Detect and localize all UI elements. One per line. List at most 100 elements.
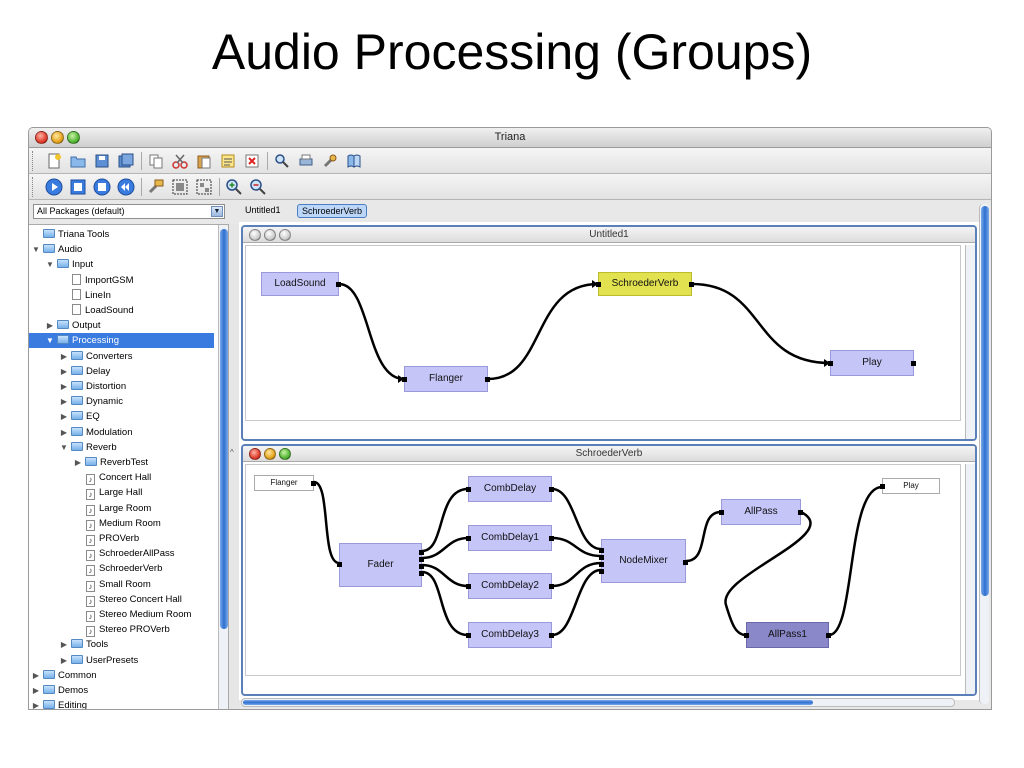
node-fader[interactable]: Fader xyxy=(337,543,424,587)
node-allpass1[interactable]: AllPass1 xyxy=(744,622,831,648)
tree-item-loadsound[interactable]: LoadSound xyxy=(29,303,134,318)
properties-icon[interactable] xyxy=(219,152,237,170)
output-port[interactable] xyxy=(311,481,316,486)
collapsed-arrow-icon[interactable]: ▶ xyxy=(60,351,68,361)
tree-item-stereo-concert-hall[interactable]: ♪Stereo Concert Hall xyxy=(29,592,182,607)
close-frame-button[interactable] xyxy=(249,229,261,241)
tree-item-triana-tools[interactable]: Triana Tools xyxy=(29,227,109,242)
output-port[interactable] xyxy=(549,584,554,589)
collapsed-arrow-icon[interactable]: ▶ xyxy=(60,412,68,422)
input-port[interactable] xyxy=(880,484,885,489)
pause-icon[interactable] xyxy=(93,178,111,196)
node-flanger-input[interactable]: Flanger xyxy=(254,475,316,491)
zoom-out-icon[interactable] xyxy=(249,178,267,196)
tree-item-dynamic[interactable]: ▶Dynamic xyxy=(29,394,123,409)
copy-icon[interactable] xyxy=(147,152,165,170)
tree-item-processing[interactable]: ▼Processing xyxy=(29,333,214,349)
input-port[interactable] xyxy=(599,555,604,560)
node-play-output[interactable]: Play xyxy=(880,478,940,494)
node-combdelay3[interactable]: CombDelay3 xyxy=(466,622,554,648)
print-icon[interactable] xyxy=(297,152,315,170)
tree-item-tools[interactable]: ▶Tools xyxy=(29,637,108,652)
expanded-arrow-icon[interactable]: ▼ xyxy=(46,260,54,270)
output-port[interactable] xyxy=(689,282,694,287)
input-port[interactable] xyxy=(599,562,604,567)
delete-icon[interactable] xyxy=(243,152,261,170)
tree-item-eq[interactable]: ▶EQ xyxy=(29,409,100,424)
tree-item-concert-hall[interactable]: ♪Concert Hall xyxy=(29,470,151,486)
tree-item-medium-room[interactable]: ♪Medium Room xyxy=(29,516,161,531)
node-combdelay2[interactable]: CombDelay2 xyxy=(466,573,554,599)
output-port[interactable] xyxy=(798,510,803,515)
input-port[interactable] xyxy=(466,633,471,638)
input-port[interactable] xyxy=(719,510,724,515)
schroederverb-canvas[interactable]: Flanger Fader CombDelay CombDelay1 CombD… xyxy=(245,464,961,676)
collapsed-arrow-icon[interactable]: ▶ xyxy=(60,382,68,391)
expanded-arrow-icon[interactable]: ▼ xyxy=(60,442,68,452)
node-combdelay[interactable]: CombDelay xyxy=(466,476,554,502)
input-port[interactable] xyxy=(599,548,604,553)
new-file-icon[interactable] xyxy=(45,152,63,170)
node-loadsound[interactable]: LoadSound xyxy=(261,272,341,296)
tree-item-output[interactable]: ▶Output xyxy=(29,318,101,333)
tree-item-schroederallpass[interactable]: ♪SchroederAllPass xyxy=(29,546,175,562)
output-port[interactable] xyxy=(549,487,554,492)
rewind-icon[interactable] xyxy=(117,178,135,196)
tree-item-proverb[interactable]: ♪PROVerb xyxy=(29,531,139,546)
desktop-vertical-scrollbar-thumb[interactable] xyxy=(981,206,989,596)
untitled1-canvas[interactable]: LoadSound Flanger SchroederVerb Play xyxy=(245,245,961,421)
output-port[interactable] xyxy=(683,560,688,565)
tree-item-small-room[interactable]: ♪Small Room xyxy=(29,577,151,592)
output-port[interactable] xyxy=(419,550,424,555)
tree-item-large-hall[interactable]: ♪Large Hall xyxy=(29,485,142,501)
untitled1-scrollbar[interactable] xyxy=(965,245,975,439)
group-icon[interactable] xyxy=(147,178,165,196)
split-pane-divider[interactable]: ^ xyxy=(229,224,239,709)
expanded-arrow-icon[interactable]: ▼ xyxy=(32,245,40,255)
tree-scrollbar[interactable] xyxy=(218,225,228,709)
tree-item-reverbtest[interactable]: ▶ReverbTest xyxy=(29,455,148,470)
package-selector[interactable]: All Packages (default) ▼ xyxy=(33,204,225,219)
node-combdelay1[interactable]: CombDelay1 xyxy=(466,525,554,551)
save-all-icon[interactable] xyxy=(117,152,135,170)
tree-item-delay[interactable]: ▶Delay xyxy=(29,364,110,379)
node-nodemixer[interactable]: NodeMixer xyxy=(599,539,688,583)
tree-item-modulation[interactable]: ▶Modulation xyxy=(29,425,132,440)
input-port[interactable] xyxy=(402,377,407,382)
tab-untitled1[interactable]: Untitled1 xyxy=(245,205,281,215)
desktop-horizontal-scrollbar[interactable] xyxy=(241,698,955,707)
expanded-arrow-icon[interactable]: ▼ xyxy=(46,336,54,346)
tree-item-userpresets[interactable]: ▶UserPresets xyxy=(29,653,138,668)
collapsed-arrow-icon[interactable]: ▶ xyxy=(60,427,68,437)
tree-item-stereo-proverb[interactable]: ♪Stereo PROVerb xyxy=(29,622,170,638)
cut-icon[interactable] xyxy=(171,152,189,170)
schroederverb-scrollbar[interactable] xyxy=(965,464,975,694)
tree-item-stereo-medium-room[interactable]: ♪Stereo Medium Room xyxy=(29,607,191,622)
zoom-window-button[interactable] xyxy=(67,131,80,144)
output-port[interactable] xyxy=(419,557,424,562)
output-port[interactable] xyxy=(419,571,424,576)
desktop-vertical-scrollbar[interactable] xyxy=(979,204,989,704)
collapsed-arrow-icon[interactable]: ▶ xyxy=(32,701,40,710)
tab-schroederverb[interactable]: SchroederVerb xyxy=(297,204,368,218)
output-port[interactable] xyxy=(549,536,554,541)
output-port[interactable] xyxy=(911,361,916,366)
output-port[interactable] xyxy=(419,564,424,569)
tree-item-common[interactable]: ▶Common xyxy=(29,668,97,683)
collapsed-arrow-icon[interactable]: ▶ xyxy=(60,655,68,665)
tree-item-distortion[interactable]: ▶Distortion xyxy=(29,379,126,394)
input-port[interactable] xyxy=(466,584,471,589)
collapsed-arrow-icon[interactable]: ▶ xyxy=(60,397,68,407)
zoom-frame-button[interactable] xyxy=(279,448,291,460)
input-port[interactable] xyxy=(828,361,833,366)
tree-item-editing[interactable]: ▶Editing xyxy=(29,698,87,710)
minimize-frame-button[interactable] xyxy=(264,229,276,241)
minimize-window-button[interactable] xyxy=(51,131,64,144)
close-window-button[interactable] xyxy=(35,131,48,144)
collapse-arrow-icon[interactable]: ^ xyxy=(230,448,234,457)
chevron-down-icon[interactable]: ▼ xyxy=(211,206,223,217)
node-flanger[interactable]: Flanger xyxy=(402,366,490,392)
tree-item-importgsm[interactable]: ImportGSM xyxy=(29,273,134,288)
tree-item-reverb[interactable]: ▼Reverb xyxy=(29,440,117,455)
input-port[interactable] xyxy=(466,536,471,541)
